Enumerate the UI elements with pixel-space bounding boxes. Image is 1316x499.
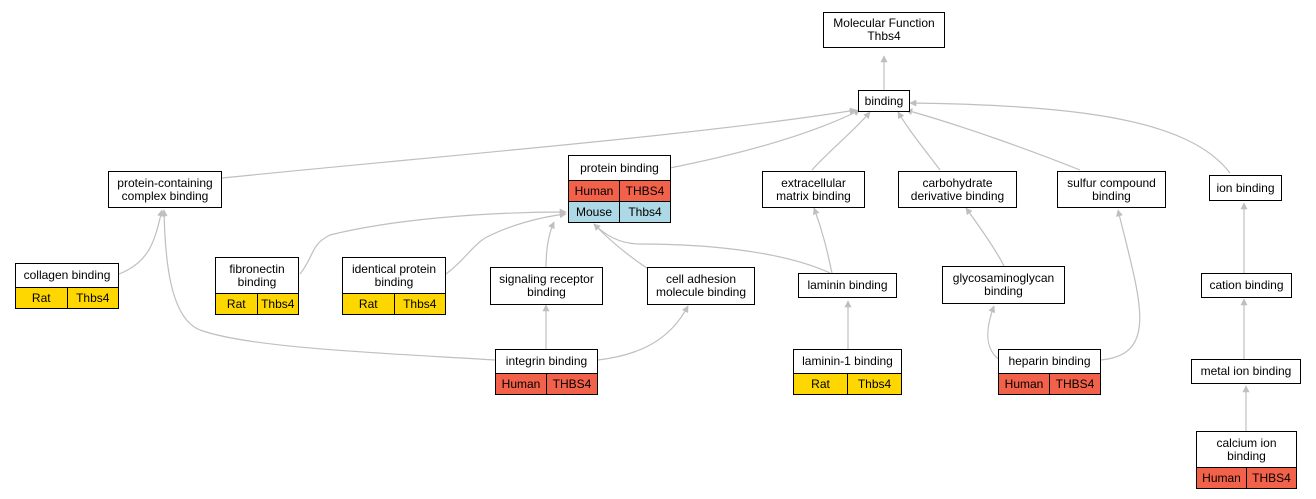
node-title: identical protein binding — [351, 261, 437, 289]
node-title: fibronectin binding — [229, 261, 285, 289]
node-fibronectin-binding[interactable]: fibronectin binding Rat Thbs4 — [215, 257, 299, 315]
species-cell: Human — [999, 374, 1049, 394]
annotation-row-human: Human THBS4 — [496, 373, 597, 394]
species-cell: Human — [496, 374, 546, 394]
node-title: binding — [864, 93, 904, 108]
node-laminin-1-binding[interactable]: laminin-1 binding Rat Thbs4 — [793, 349, 902, 395]
node-title: ion binding — [1216, 180, 1275, 195]
node-identical-protein-binding[interactable]: identical protein binding Rat Thbs4 — [342, 257, 446, 315]
annotation-row-human: Human THBS4 — [569, 180, 670, 201]
edge-ident-to-pb — [445, 211, 567, 275]
node-carbohydrate-derivative-binding[interactable]: carbohydrate derivative binding — [898, 171, 1017, 208]
node-title: signaling receptor binding — [499, 272, 594, 299]
species-cell: Human — [569, 181, 619, 201]
node-signaling-receptor-binding[interactable]: signaling receptor binding — [490, 267, 603, 305]
node-title: protein-containing complex binding — [117, 175, 213, 203]
node-protein-containing-complex-binding[interactable]: protein-containing complex binding — [108, 171, 222, 208]
node-heparin-binding[interactable]: heparin binding Human THBS4 — [998, 349, 1101, 395]
node-laminin-binding[interactable]: laminin binding — [798, 273, 897, 298]
node-title: sulfur compound binding — [1067, 175, 1156, 203]
gene-cell: THBS4 — [1049, 374, 1100, 394]
edge-lam-to-ecm — [812, 207, 833, 274]
node-extracellular-matrix-binding[interactable]: extracellular matrix binding — [762, 171, 865, 208]
node-title: protein binding — [580, 160, 659, 175]
edge-sulfur-to-binding — [905, 108, 1081, 171]
annotation-row-human: Human THBS4 — [1197, 467, 1296, 488]
gene-cell: Thbs4 — [847, 374, 901, 394]
species-cell: Rat — [343, 294, 394, 314]
edge-sig-to-pb — [545, 221, 555, 269]
edge-lam-to-pb — [593, 223, 831, 274]
node-title: cell adhesion molecule binding — [655, 272, 747, 299]
node-collagen-binding[interactable]: collagen binding Rat Thbs4 — [15, 263, 119, 309]
edge-fib-to-pb — [299, 208, 567, 275]
node-integrin-binding[interactable]: integrin binding Human THBS4 — [495, 349, 598, 395]
annotation-row-rat: Rat Thbs4 — [794, 373, 901, 394]
edge-hep-to-gag — [987, 305, 1001, 361]
node-protein-binding[interactable]: protein binding Human THBS4 Mouse Thbs4 — [568, 155, 671, 223]
edge-pb-to-binding — [669, 109, 861, 169]
annotation-row-rat: Rat Thbs4 — [216, 293, 298, 314]
node-cation-binding[interactable]: cation binding — [1201, 273, 1292, 298]
node-title: cation binding — [1209, 278, 1284, 292]
node-sulfur-compound-binding[interactable]: sulfur compound binding — [1057, 171, 1166, 208]
annotation-row-rat: Rat Thbs4 — [16, 287, 118, 308]
gene-cell: Thbs4 — [393, 294, 445, 314]
node-molecular-function[interactable]: Molecular Function Thbs4 — [823, 12, 945, 48]
node-title: metal ion binding — [1200, 364, 1292, 378]
edge-ecm-to-binding — [811, 111, 871, 171]
node-ion-binding[interactable]: ion binding — [1209, 175, 1282, 201]
node-title: carbohydrate derivative binding — [910, 175, 1005, 203]
species-cell: Human — [1197, 468, 1246, 488]
edge-coll-to-pcc — [118, 209, 164, 275]
species-cell: Rat — [794, 374, 847, 394]
edge-carb-to-binding — [897, 111, 941, 171]
node-title: calcium ion binding — [1216, 435, 1277, 463]
species-cell: Rat — [16, 288, 67, 308]
annotation-row-rat: Rat Thbs4 — [343, 293, 445, 314]
gene-cell: Thbs4 — [619, 202, 670, 222]
gene-cell: Thbs4 — [66, 288, 118, 308]
annotation-row-human: Human THBS4 — [999, 373, 1100, 394]
node-calcium-ion-binding[interactable]: calcium ion binding Human THBS4 — [1196, 431, 1297, 489]
species-cell: Mouse — [569, 202, 619, 222]
edge-integ-to-pcc — [160, 209, 496, 361]
node-title: collagen binding — [23, 268, 111, 282]
edge-ion-to-binding — [909, 99, 1231, 174]
node-cell-adhesion-molecule-binding[interactable]: cell adhesion molecule binding — [647, 267, 755, 305]
node-glycosaminoglycan-binding[interactable]: glycosaminoglycan binding — [942, 266, 1065, 304]
gene-cell: THBS4 — [1246, 468, 1296, 488]
edge-gag-to-carb — [965, 207, 1005, 267]
edge-hep-to-sulfur — [1099, 209, 1141, 361]
annotation-row-mouse: Mouse Thbs4 — [569, 201, 670, 222]
node-title: heparin binding — [1008, 354, 1091, 368]
node-binding[interactable]: binding — [858, 90, 910, 112]
gene-cell: THBS4 — [619, 181, 670, 201]
gene-cell: THBS4 — [546, 374, 597, 394]
edge-pcc-to-binding — [221, 107, 857, 179]
species-cell: Rat — [216, 294, 257, 314]
node-title: laminin-1 binding — [802, 354, 893, 368]
node-title: laminin binding — [807, 278, 888, 292]
gene-cell: Thbs4 — [256, 294, 298, 314]
node-title: glycosaminoglycan binding — [952, 271, 1055, 298]
node-title: integrin binding — [505, 354, 588, 368]
node-title: Molecular Function Thbs4 — [833, 16, 935, 43]
node-title: extracellular matrix binding — [776, 175, 851, 203]
node-metal-ion-binding[interactable]: metal ion binding — [1191, 359, 1301, 384]
edge-integ-to-cam — [597, 305, 689, 361]
